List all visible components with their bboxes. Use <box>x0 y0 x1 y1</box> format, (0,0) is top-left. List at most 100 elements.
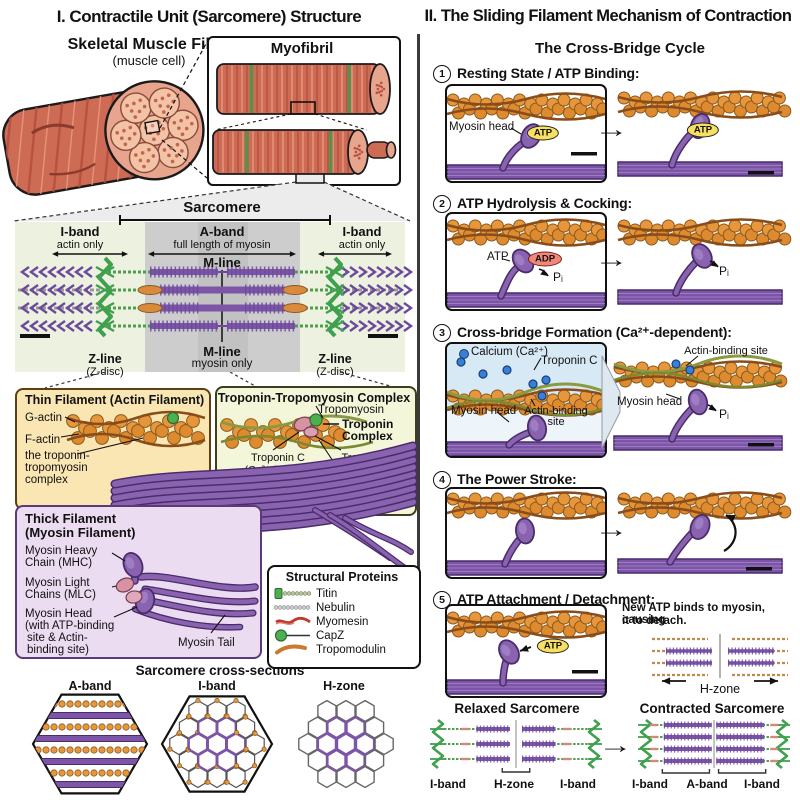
aband-label: A-band <box>199 224 245 239</box>
step3-actin-site-label-2: site <box>547 416 565 428</box>
step1-number: 1 <box>433 65 451 83</box>
step3-number: 3 <box>433 324 451 342</box>
relaxed-hzone-label: H-zone <box>494 777 534 791</box>
myosin-head-label-3: site & Actin- <box>27 632 88 644</box>
step3-zoom-wedge <box>601 355 621 449</box>
structural-proteins-box <box>267 565 421 669</box>
step4-right-panel <box>617 491 792 574</box>
step3-calcium-label: Calcium (Ca²⁺) <box>471 346 548 358</box>
contracted-aband-label: A-band <box>686 777 728 791</box>
step4-number: 4 <box>433 471 451 489</box>
step2-arrow: → <box>594 246 629 272</box>
step1-title: Resting State / ATP Binding: <box>457 65 640 81</box>
mline-bottom-sub: myosin only <box>191 358 253 370</box>
relax-to-contract-arrow: → <box>598 732 633 758</box>
step2-number: 2 <box>433 195 451 213</box>
step2-title: ATP Hydrolysis & Cocking: <box>457 195 632 211</box>
troponin-tropomyosin-label-3: complex <box>25 474 68 486</box>
tropomodulin-label: Tropomodulin <box>316 644 386 656</box>
troponin-tropomyosin-label-1: the troponin- <box>25 450 90 462</box>
aband-cross-section <box>31 693 149 795</box>
mline-bottom-label: M-line <box>203 344 241 359</box>
step1-right-panel <box>617 90 792 177</box>
step1-arrow: → <box>594 116 629 142</box>
step5-title: ATP Attachment / Detachment: <box>457 591 655 607</box>
zline-right-label: Z-line <box>318 352 352 366</box>
zline-left-label: Z-line <box>88 352 122 366</box>
left-section-title: I. Contractile Unit (Sarcomere) Structur… <box>56 7 362 26</box>
iband-cross-section <box>160 695 274 793</box>
step4-left-panel <box>445 487 607 579</box>
zline-left-sub: (Z-disc) <box>86 366 124 378</box>
step1-left-panel <box>445 84 607 183</box>
cross-section-hzone-label: H-zone <box>323 679 365 693</box>
myosin-head-label-2: (with ATP-binding <box>25 620 115 632</box>
relaxed-iband-left-label: I-band <box>430 777 466 791</box>
mhc-label-1: Myosin Heavy <box>25 545 98 557</box>
thick-box-title-2: (Myosin Filament) <box>25 525 136 540</box>
step2-pi-label: Pᵢ <box>553 270 563 284</box>
troponin-complex-illustration <box>220 405 374 477</box>
myosin-head-label-1: Myosin Head <box>25 608 93 620</box>
calcium-dot-icon <box>459 349 469 359</box>
mlc-label-1: Myosin Light <box>25 577 90 589</box>
troponin-tropomyosin-label-2: tropomyosin <box>25 462 88 474</box>
myosin-head-label-4: binding site) <box>27 644 90 656</box>
contracted-sarcomere-diagram <box>638 718 790 774</box>
capz-label: CapZ <box>316 630 345 642</box>
iband-left-sub: actin only <box>56 239 104 251</box>
step4-title: The Power Stroke: <box>457 471 577 487</box>
step5-atp-badge: ATP <box>536 638 570 654</box>
hzone-mini-diagram <box>652 634 788 685</box>
relaxed-sarcomere-title: Relaxed Sarcomere <box>454 701 580 716</box>
nebulin-icon <box>273 605 311 610</box>
step2-right-panel <box>617 218 792 305</box>
g-actin-label: G-actin <box>25 412 63 424</box>
step1-atp-badge: ATP <box>526 125 560 141</box>
step2-atp-label: ATP <box>487 251 509 263</box>
step3-left-panel <box>445 342 607 458</box>
step5-left-panel <box>445 604 607 698</box>
iband-right-sub: actin only <box>338 239 386 251</box>
troponin-c-label: Troponin C <box>250 452 305 464</box>
troponin-complex-label-1: Troponin <box>342 417 394 431</box>
step3-actin-site-label-1: Actin-binding <box>524 405 588 417</box>
cross-section-aband-label: A-band <box>68 679 112 693</box>
relaxed-sarcomere-diagram <box>430 718 602 773</box>
iband-right-label: I-band <box>342 224 382 239</box>
step5-note-1: New ATP binds to myosin, causing <box>622 602 765 627</box>
myofibril-illustration <box>212 63 397 175</box>
myosin-tail-label: Myosin Tail <box>178 637 235 649</box>
cross-sections-title: Sarcomere cross-sections <box>135 663 305 678</box>
contracted-iband-right-label: I-band <box>744 777 780 791</box>
step3-pi-label: Pᵢ <box>719 407 729 421</box>
step3-troponin-c-label: Troponin C <box>541 355 598 367</box>
step2-left-panel <box>445 212 607 311</box>
step3-myosin-head-label-right: Myosin head <box>617 396 683 408</box>
section-divider <box>417 34 420 646</box>
cross-bridge-cycle-title: The Cross-Bridge Cycle <box>534 40 706 57</box>
thin-filament-illustration <box>60 410 206 455</box>
relaxed-iband-right-label: I-band <box>560 777 596 791</box>
step3-myosin-head-label: Myosin head <box>451 405 517 417</box>
myomesin-label: Myomesin <box>316 616 369 628</box>
myomesin-icon <box>275 616 311 625</box>
step1-myosin-head-label: Myosin head <box>449 121 515 133</box>
mhc-label-2: Chain (MHC) <box>25 557 93 569</box>
contracted-iband-left-label: I-band <box>632 777 668 791</box>
f-actin-label: F-actin <box>25 434 61 446</box>
thin-box-title: Thin Filament (Actin Filament) <box>25 393 205 407</box>
skeletal-muscle-fiber-illustration <box>0 80 205 199</box>
thick-box-title-1: Thick Filament <box>25 511 117 526</box>
hzone-cross-section <box>298 699 394 789</box>
tropomyosin-label: Tropomyosin <box>318 404 385 416</box>
titin-icon <box>274 588 312 599</box>
step5-number: 5 <box>433 591 451 609</box>
tropomodulin-icon <box>275 644 307 655</box>
nebulin-label: Nebulin <box>316 602 355 614</box>
contracted-sarcomere-title: Contracted Sarcomere <box>639 701 785 716</box>
step3-actin-site-label-right: Actin-binding site <box>684 345 768 357</box>
sarcomere-label: Sarcomere <box>183 199 261 216</box>
trop-box-title: Troponin-Tropomyosin Complex <box>217 391 411 405</box>
